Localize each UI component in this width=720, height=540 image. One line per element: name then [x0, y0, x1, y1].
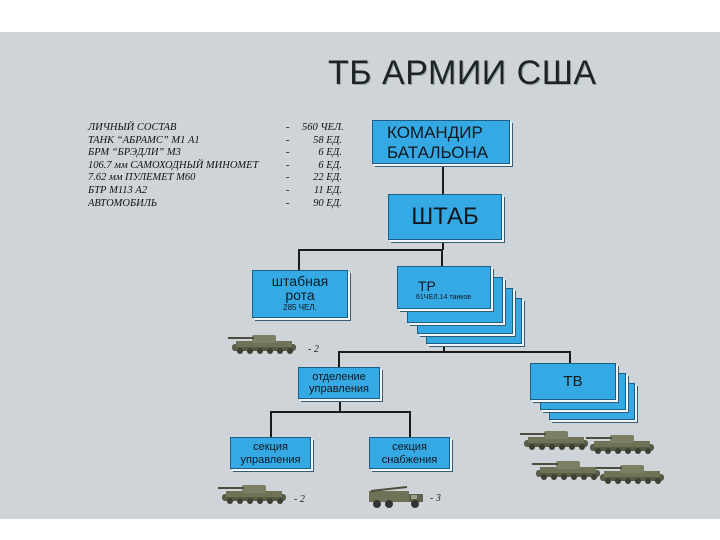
commander-box: КОМАНДИР БАТАЛЬОНА	[372, 120, 510, 164]
connector-to-control-dept	[338, 351, 340, 367]
stat-label: 7.62 мм ПУЛЕМЕТ М60	[88, 172, 196, 184]
connector-to-tr	[441, 249, 443, 266]
hq-company-note: 285 ЧЕЛ.	[283, 303, 317, 312]
staff-box: ШТАБ	[388, 194, 502, 240]
stat-row: БТР М113 А2 - 11 ЕД.	[88, 185, 348, 198]
stat-dash: -	[286, 147, 290, 159]
stat-dash: -	[286, 184, 290, 196]
stat-label: 106.7 мм САМОХОДНЫЙ МИНОМЕТ	[88, 159, 259, 171]
connector-level2-bar	[298, 249, 443, 251]
connector-to-control-section	[270, 411, 272, 437]
stat-label: ТАНК “АБРАМС” М1 А1	[88, 134, 200, 146]
connector-to-supply-section	[409, 411, 411, 437]
supply-section-label-line2: снабжения	[381, 454, 438, 466]
control-section-tanks-count: - 2	[294, 494, 305, 505]
stat-label: ЛИЧНЫЙ СОСТАВ	[88, 122, 177, 133]
control-section-label-line1: секция	[253, 441, 288, 453]
commander-label-line1: КОМАНДИР	[387, 123, 483, 142]
stat-label: БТР М113 А2	[88, 184, 148, 196]
hq-company-tanks-count: - 2	[308, 344, 319, 355]
stat-dash: -	[286, 159, 290, 171]
stat-value: 22 ЕД.	[313, 172, 342, 184]
staff-label: ШТАБ	[411, 203, 479, 230]
stat-row: 7.62 мм ПУЛЕМЕТ М60 - 22 ЕД.	[88, 172, 348, 185]
tr-box: ТР 61ЧЕЛ.14 танков	[397, 266, 491, 309]
stat-value: 6 ЕД.	[318, 147, 342, 159]
stat-dash: -	[286, 134, 290, 146]
tv-label: ТВ	[563, 373, 583, 390]
tank-icon	[228, 335, 296, 354]
hq-company-box: штабная рота 285 ЧЕЛ.	[252, 270, 348, 318]
tr-note: 61ЧЕЛ.14 танков	[416, 294, 472, 301]
page-title: ТБ АРМИИ США	[328, 54, 597, 92]
supply-section-box: секция снабжения	[369, 437, 450, 469]
supply-section-trucks-count: - 3	[430, 493, 441, 504]
connector-dept-down	[339, 400, 341, 412]
tank-icon	[520, 431, 588, 450]
connector-staff-down	[442, 239, 444, 250]
tank-icon	[586, 435, 654, 454]
stat-value: 6 ЕД.	[318, 159, 342, 171]
stat-value: 11 ЕД.	[313, 184, 342, 196]
stat-dash: -	[286, 122, 290, 133]
stat-value: 560 ЧЕЛ.	[302, 122, 344, 133]
tr-label: ТР	[418, 278, 436, 294]
stat-row: 106.7 мм САМОХОДНЫЙ МИНОМЕТ - 6 ЕД.	[88, 160, 348, 173]
tank-icon	[218, 485, 286, 504]
connector-commander-staff	[442, 166, 444, 194]
stat-row: БРМ “БРЭДЛИ” М3 - 6 ЕД.	[88, 147, 348, 160]
stat-row: ТАНК “АБРАМС” М1 А1 - 58 ЕД.	[88, 135, 348, 148]
stats-list: ЛИЧНЫЙ СОСТАВ - 560 ЧЕЛ. ТАНК “АБРАМС” М1 …	[88, 122, 348, 210]
stat-value: 90 ЕД.	[313, 197, 342, 209]
stat-row: ЛИЧНЫЙ СОСТАВ - 560 ЧЕЛ.	[88, 122, 348, 135]
connector-to-hq-company	[298, 249, 300, 270]
connector-level4-bar	[270, 411, 411, 413]
truck-icon	[369, 486, 423, 508]
commander-label-line2: БАТАЛЬОНА	[387, 143, 489, 162]
tv-box: ТВ	[530, 363, 616, 400]
control-section-label-line2: управления	[240, 454, 301, 466]
stat-dash: -	[286, 172, 290, 184]
stat-row: АВТОМОБИЛЬ - 90 ЕД.	[88, 198, 348, 211]
connector-to-tv	[569, 351, 571, 363]
control-dept-label-line1: отделение	[312, 371, 366, 383]
control-dept-label-line2: управления	[309, 383, 369, 395]
connector-level3-bar	[338, 351, 571, 353]
stat-label: АВТОМОБИЛЬ	[88, 197, 158, 209]
hq-company-label-line2: рота	[285, 287, 315, 303]
control-section-box: секция управления	[230, 437, 311, 469]
tank-icon	[596, 465, 664, 484]
hq-company-label-line1: штабная	[271, 273, 329, 289]
tank-icon	[532, 461, 600, 480]
stat-value: 58 ЕД.	[313, 134, 342, 146]
supply-section-label-line1: секция	[392, 441, 427, 453]
control-dept-box: отделение управления	[298, 367, 380, 399]
stat-dash: -	[286, 197, 290, 209]
stat-label: БРМ “БРЭДЛИ” М3	[88, 147, 181, 159]
